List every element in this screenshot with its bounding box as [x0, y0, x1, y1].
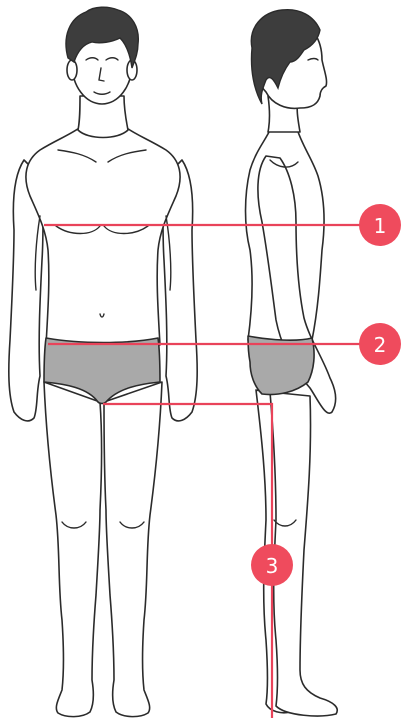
marker-1-label: 1	[374, 214, 387, 238]
front-left-leg	[44, 382, 102, 717]
front-figure	[9, 24, 197, 717]
marker-1: 1	[359, 204, 401, 246]
marker-3-label: 3	[266, 554, 279, 578]
front-left-ear	[67, 60, 77, 80]
front-right-leg	[104, 382, 162, 717]
side-figure	[246, 20, 338, 716]
marker-2-label: 2	[374, 333, 387, 357]
marker-3: 3	[251, 544, 293, 586]
marker-2: 2	[359, 323, 401, 365]
front-torso	[26, 126, 180, 345]
